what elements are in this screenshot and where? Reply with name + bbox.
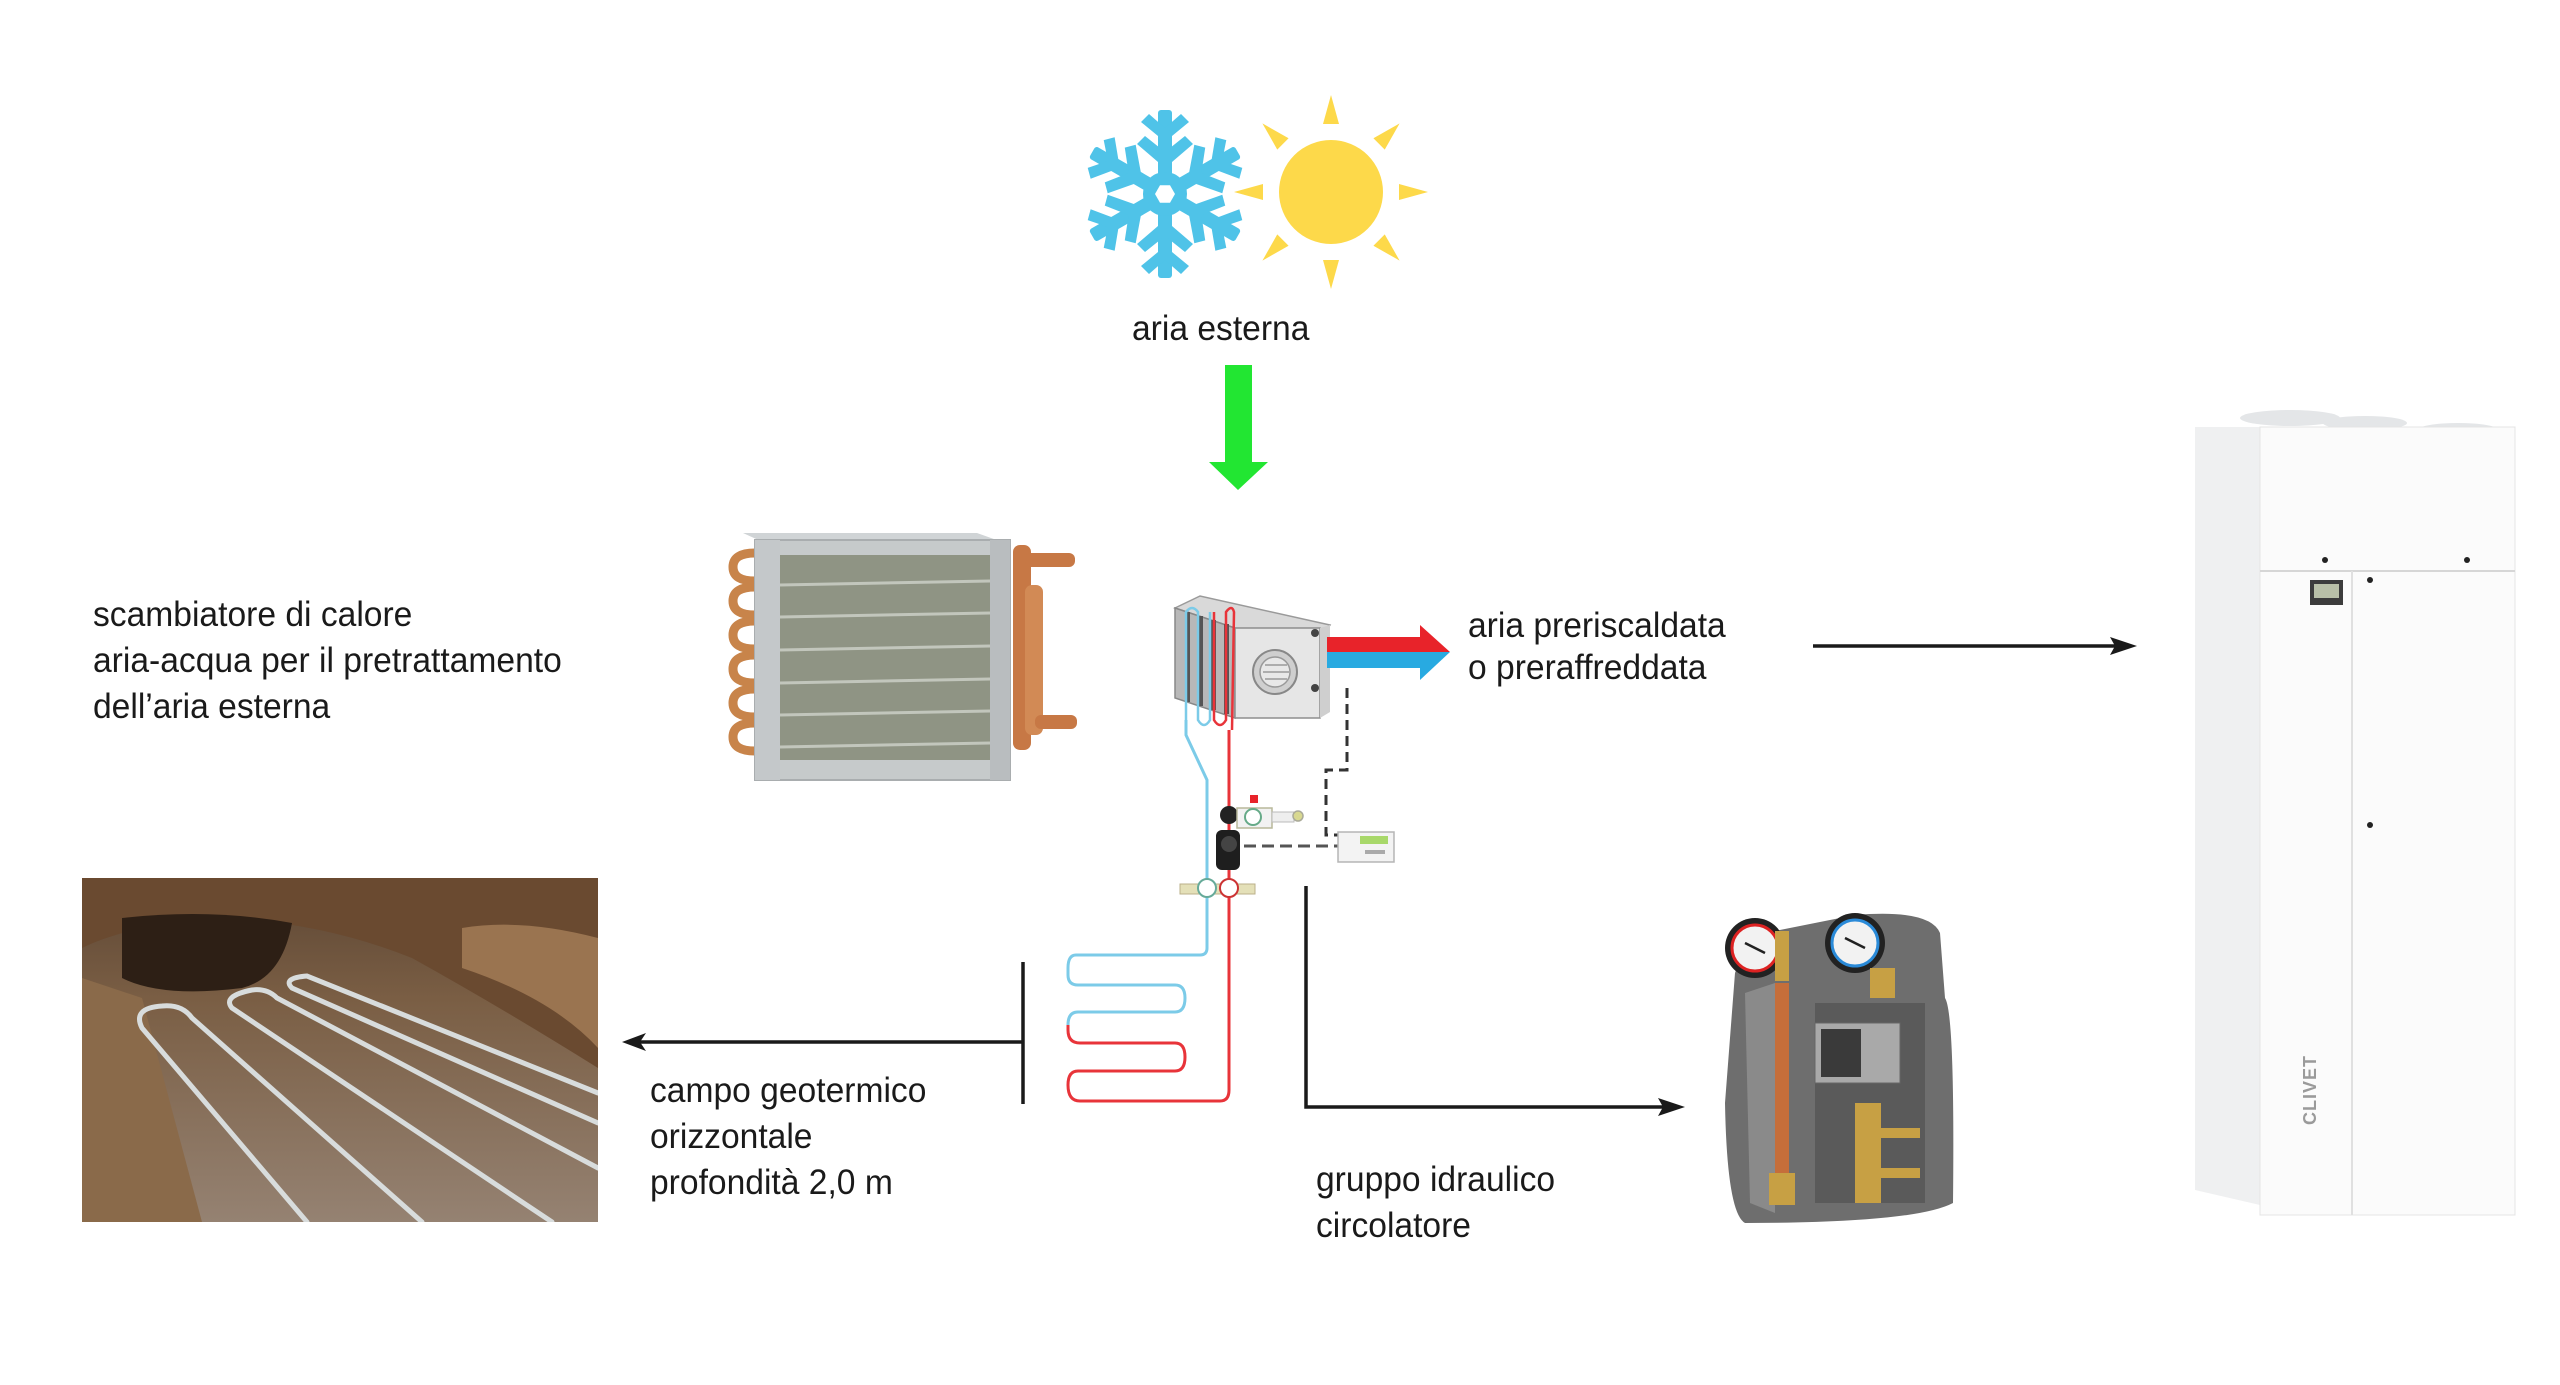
outdoor-air-label: aria esterna	[1132, 306, 1309, 352]
caption-line: o preraffreddata	[1468, 648, 1707, 687]
caption-line: dell’aria esterna	[93, 687, 331, 726]
caption-line: circolatore	[1316, 1206, 1471, 1245]
cold-pipe	[1066, 720, 1209, 1026]
caption-line: aria preriscaldata	[1468, 606, 1726, 645]
arrow-to-heat-pump	[1813, 637, 2137, 655]
treated-air-caption: aria preriscaldata o preraffreddata	[1468, 605, 1726, 689]
heat-exchanger-photo	[705, 515, 1085, 790]
duct-coil-unit	[1173, 595, 1332, 731]
treated-air-arrow	[1327, 625, 1450, 680]
arrow-to-geothermal-field	[622, 962, 1025, 1104]
arrow-to-pump-group	[1304, 886, 1685, 1116]
heat-exchanger-caption: scambiatore di calore aria-acqua per il …	[93, 592, 562, 730]
heat-pump-unit-photo: CLIVET	[2190, 405, 2540, 1220]
sun-icon	[1234, 95, 1428, 289]
snowflake-icon	[1078, 110, 1252, 278]
pump-group-caption: gruppo idraulico circolatore	[1316, 1157, 1555, 1249]
caption-line: aria-acqua per il pretrattamento	[93, 641, 562, 680]
caption-line: profondità 2,0 m	[650, 1163, 893, 1202]
geothermal-field-photo	[82, 878, 598, 1222]
pump-group-photo	[1715, 903, 1955, 1238]
outdoor-air-arrow	[1209, 365, 1268, 490]
geothermal-caption: campo geotermico orizzontale profondità …	[650, 1068, 926, 1206]
controller-schematic	[1244, 688, 1395, 863]
brand-logo: CLIVET	[2300, 1055, 2321, 1125]
outdoor-air-text: aria esterna	[1132, 309, 1310, 348]
circulator-pump-schematic	[1179, 795, 1304, 898]
caption-line: orizzontale	[650, 1117, 813, 1156]
caption-line: scambiatore di calore	[93, 595, 413, 634]
brand-logo-text: CLIVET	[2300, 1054, 2320, 1125]
caption-line: campo geotermico	[650, 1071, 927, 1110]
hot-pipe	[1066, 730, 1231, 1103]
caption-line: gruppo idraulico	[1316, 1160, 1556, 1199]
